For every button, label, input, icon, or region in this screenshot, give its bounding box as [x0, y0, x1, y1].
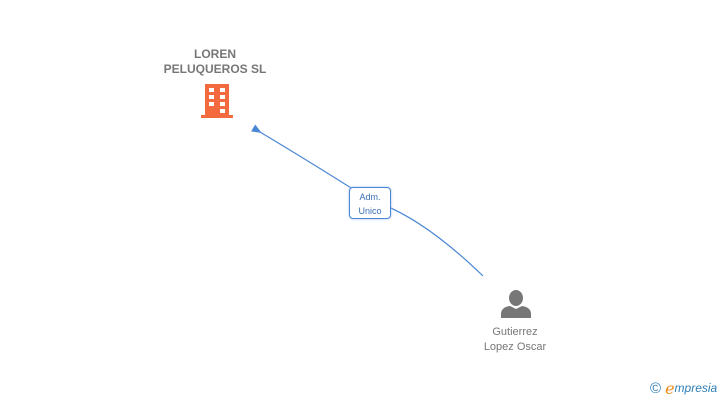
edge-label-line2: Unico [358, 206, 382, 216]
company-name-line1: LOREN [194, 47, 236, 61]
building-icon[interactable] [201, 84, 233, 118]
edge-role-label[interactable]: Adm. Unico [349, 187, 391, 219]
company-name-line2: PELUQUEROS SL [163, 62, 267, 76]
brand-logo-text: mpresia [674, 381, 718, 395]
person-name-line1: Gutierrez [492, 326, 538, 338]
brand-logo-initial: e [665, 378, 675, 398]
company-node-label[interactable]: LOREN PELUQUEROS SL [140, 47, 290, 77]
person-node-label[interactable]: Gutierrez Lopez Oscar [455, 325, 575, 355]
person-icon[interactable] [501, 290, 531, 318]
person-name-line2: Lopez Oscar [483, 341, 547, 353]
edge-label-line1: Adm. [359, 192, 381, 202]
copyright-icon: © [650, 379, 662, 397]
footer-brand: © e mpresia [650, 378, 717, 398]
